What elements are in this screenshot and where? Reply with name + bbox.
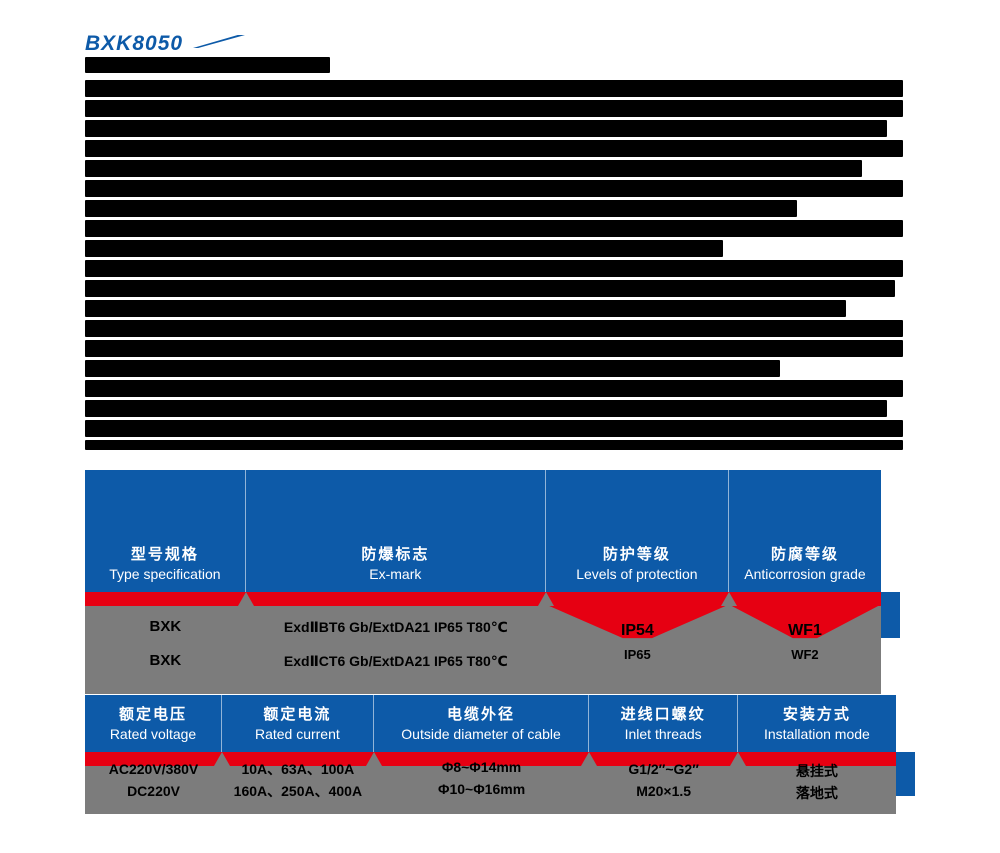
- text-line: [85, 120, 887, 137]
- value-cell-inlet-threads: G1/2″~G2″ M20×1.5: [589, 761, 737, 814]
- value-cell-current: 10A、63A、100A 160A、250A、400A: [222, 761, 374, 814]
- spec-table-2: 额定电压 Rated voltage 额定电流 Rated current 电缆…: [85, 695, 915, 814]
- table2-values: AC220V/380V DC220V 10A、63A、100A 160A、250…: [85, 759, 896, 814]
- header-en: Rated current: [254, 726, 340, 742]
- header-en: Levels of protection: [576, 566, 698, 582]
- header-inlet-threads: 进线口螺纹 Inlet threads: [589, 695, 738, 752]
- swoosh-underline-icon: [193, 35, 245, 48]
- header-cn: 防腐等级: [770, 546, 839, 563]
- value-row: ExdⅡBT6 Gb/ExtDA21 IP65 T80℃: [283, 619, 508, 635]
- value-row: 10A、63A、100A: [241, 761, 355, 777]
- header-cn: 进线口螺纹: [620, 706, 706, 723]
- text-line: [85, 340, 903, 357]
- value-row: AC220V/380V: [108, 761, 199, 777]
- text-line: [85, 300, 846, 317]
- text-line: [85, 440, 903, 450]
- header-rated-voltage: 额定电压 Rated voltage: [85, 695, 223, 752]
- table1-header-panel: 型号规格 Type specification 防爆标志 Ex-mark 防护等…: [85, 470, 881, 592]
- text-line: [85, 240, 724, 257]
- body-text-mass: [85, 80, 903, 450]
- text-line: [85, 400, 887, 417]
- header-en: Ex-mark: [369, 566, 422, 582]
- value-row: ExdⅡCT6 Gb/ExtDA21 IP65 T80℃: [283, 653, 508, 669]
- value-row: 落地式: [795, 785, 838, 801]
- header-en: Rated voltage: [109, 726, 197, 742]
- value-row: WF1: [788, 622, 822, 639]
- value-row: BXK: [149, 652, 182, 669]
- value-cell-type: BXK BXK: [85, 606, 246, 694]
- header-en: Inlet threads: [624, 726, 702, 742]
- header-en: Installation mode: [763, 726, 870, 742]
- text-line: [85, 220, 903, 237]
- ribbon-notch-icon: [720, 592, 737, 606]
- value-cell-protection: IP54 IP65: [545, 592, 729, 694]
- text-line: [85, 180, 903, 197]
- red-ribbon-band: [85, 752, 915, 796]
- series-logotype: BXK8050: [85, 32, 184, 55]
- ribbon-notch-icon: [237, 592, 254, 606]
- text-line: [85, 420, 903, 437]
- ribbon-notch-icon: [729, 752, 746, 766]
- value-row: 悬挂式: [795, 763, 838, 779]
- text-line: [85, 100, 903, 117]
- header-en: Type specification: [109, 566, 221, 582]
- header-type-specification: 型号规格 Type specification: [85, 470, 246, 592]
- header-cable-diameter: 电缆外径 Outside diameter of cable: [374, 695, 590, 752]
- ribbon-fold-tab: [881, 592, 900, 638]
- ribbon-notch-icon: [537, 592, 554, 606]
- text-line: [85, 160, 863, 177]
- value-row: IP54: [620, 622, 654, 639]
- header-protection-level: 防护等级 Levels of protection: [546, 470, 729, 592]
- header-installation-mode: 安装方式 Installation mode: [738, 695, 896, 752]
- spec-table-1: 型号规格 Type specification 防爆标志 Ex-mark 防护等…: [85, 470, 900, 694]
- value-row: DC220V: [127, 783, 180, 799]
- table1-values: BXK BXK ExdⅡBT6 Gb/ExtDA21 IP65 T80℃ Exd…: [85, 592, 881, 694]
- value-cell-exmark: ExdⅡBT6 Gb/ExtDA21 IP65 T80℃ ExdⅡCT6 Gb/…: [246, 606, 546, 694]
- text-line: [85, 140, 903, 157]
- header-cn: 电缆外径: [447, 706, 516, 723]
- header-cn: 防护等级: [602, 546, 671, 563]
- value-cell-voltage: AC220V/380V DC220V: [85, 761, 222, 814]
- text-line: [85, 280, 895, 297]
- text-line: [85, 360, 781, 377]
- value-row: M20×1.5: [636, 783, 692, 799]
- text-line: [85, 380, 903, 397]
- value-cell-installation: 悬挂式 落地式: [738, 763, 896, 814]
- table2-header-panel: 额定电压 Rated voltage 额定电流 Rated current 电缆…: [85, 695, 896, 752]
- header-cn: 型号规格: [130, 546, 199, 563]
- text-line: [85, 260, 903, 277]
- value-row: Φ8~Φ14mm: [441, 759, 522, 775]
- ribbon-notch-icon: [365, 752, 382, 766]
- header-cn: 安装方式: [782, 706, 851, 723]
- ribbon-notch-icon: [581, 752, 598, 766]
- header-anticorrosion-grade: 防腐等级 Anticorrosion grade: [729, 470, 881, 592]
- text-line: [85, 320, 903, 337]
- header-en: Anticorrosion grade: [744, 566, 866, 582]
- value-row: IP65: [624, 647, 651, 662]
- value-row: 160A、250A、400A: [233, 783, 363, 799]
- value-row: WF2: [791, 647, 819, 662]
- value-row: Φ10~Φ16mm: [437, 781, 526, 797]
- header-en: Outside diameter of cable: [401, 726, 561, 742]
- text-line: [85, 80, 903, 97]
- header-ex-mark: 防爆标志 Ex-mark: [246, 470, 546, 592]
- value-row: G1/2″~G2″: [628, 761, 699, 777]
- value-cell-cable-diameter: Φ8~Φ14mm Φ10~Φ16mm: [374, 759, 590, 814]
- ribbon-fold-tab: [896, 752, 915, 796]
- title-subline-text-mass: [85, 57, 331, 73]
- header-rated-current: 额定电流 Rated current: [222, 695, 374, 752]
- ribbon-notch-icon: [214, 752, 231, 766]
- text-line: [85, 200, 797, 217]
- header-cn: 额定电流: [263, 706, 332, 723]
- value-cell-anticorrosion: WF1 WF2: [728, 592, 881, 694]
- header-cn: 防爆标志: [361, 546, 430, 563]
- value-row: BXK: [149, 618, 182, 635]
- header-cn: 额定电压: [119, 706, 188, 723]
- page-title: BXK8050: [85, 32, 245, 57]
